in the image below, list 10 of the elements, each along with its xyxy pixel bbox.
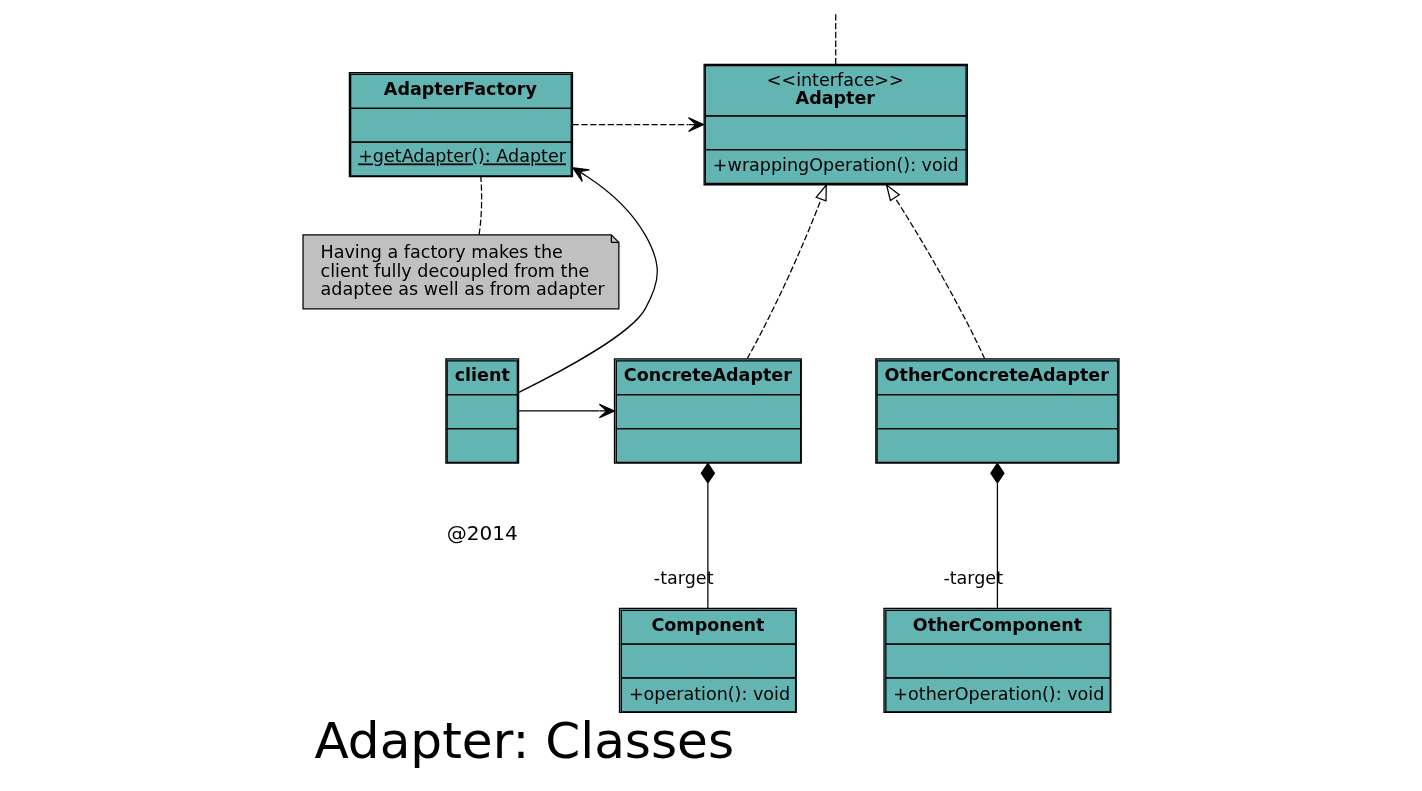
label: @2014 [446, 521, 518, 546]
arrow [518, 403, 616, 419]
arrow [518, 167, 658, 393]
connector [990, 462, 1005, 609]
arrow [746, 183, 827, 360]
connector [478, 176, 483, 236]
connector [700, 462, 716, 609]
connector [835, 13, 837, 65]
arrow [571, 117, 705, 132]
arrow [885, 183, 986, 360]
